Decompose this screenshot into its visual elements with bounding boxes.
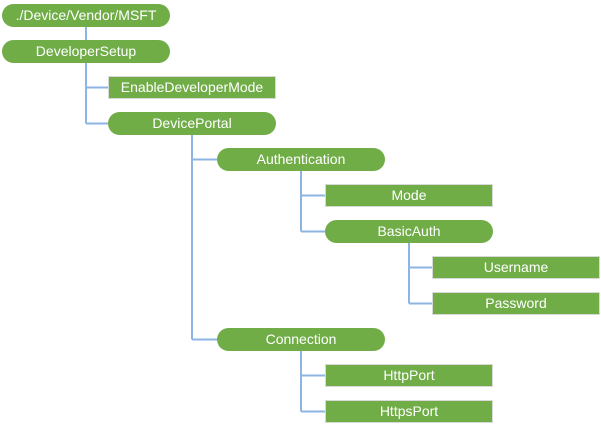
connector-developersetup-children xyxy=(85,63,108,125)
tree-node-mode: Mode xyxy=(325,184,493,207)
connector-authentication-children xyxy=(300,171,325,233)
tree-node-developersetup: DeveloperSetup xyxy=(2,40,170,63)
connector-deviceportal-children xyxy=(191,135,217,341)
connector-connection-children xyxy=(300,351,325,413)
tree-node-device-vendor-msft: ./Device/Vendor/MSFT xyxy=(2,4,170,27)
tree-node-httpport: HttpPort xyxy=(325,364,493,387)
tree-node-password: Password xyxy=(432,292,600,315)
tree-node-deviceportal: DevicePortal xyxy=(108,112,276,135)
tree-node-basicauth: BasicAuth xyxy=(325,220,493,243)
tree-node-connection: Connection xyxy=(217,328,385,351)
tree-node-httpsport: HttpsPort xyxy=(325,400,493,423)
tree-node-username: Username xyxy=(432,256,600,279)
tree-node-enabledevelopermode: EnableDeveloperMode xyxy=(108,76,276,99)
connector-basicauth-children xyxy=(408,243,432,305)
tree-node-authentication: Authentication xyxy=(217,148,385,171)
